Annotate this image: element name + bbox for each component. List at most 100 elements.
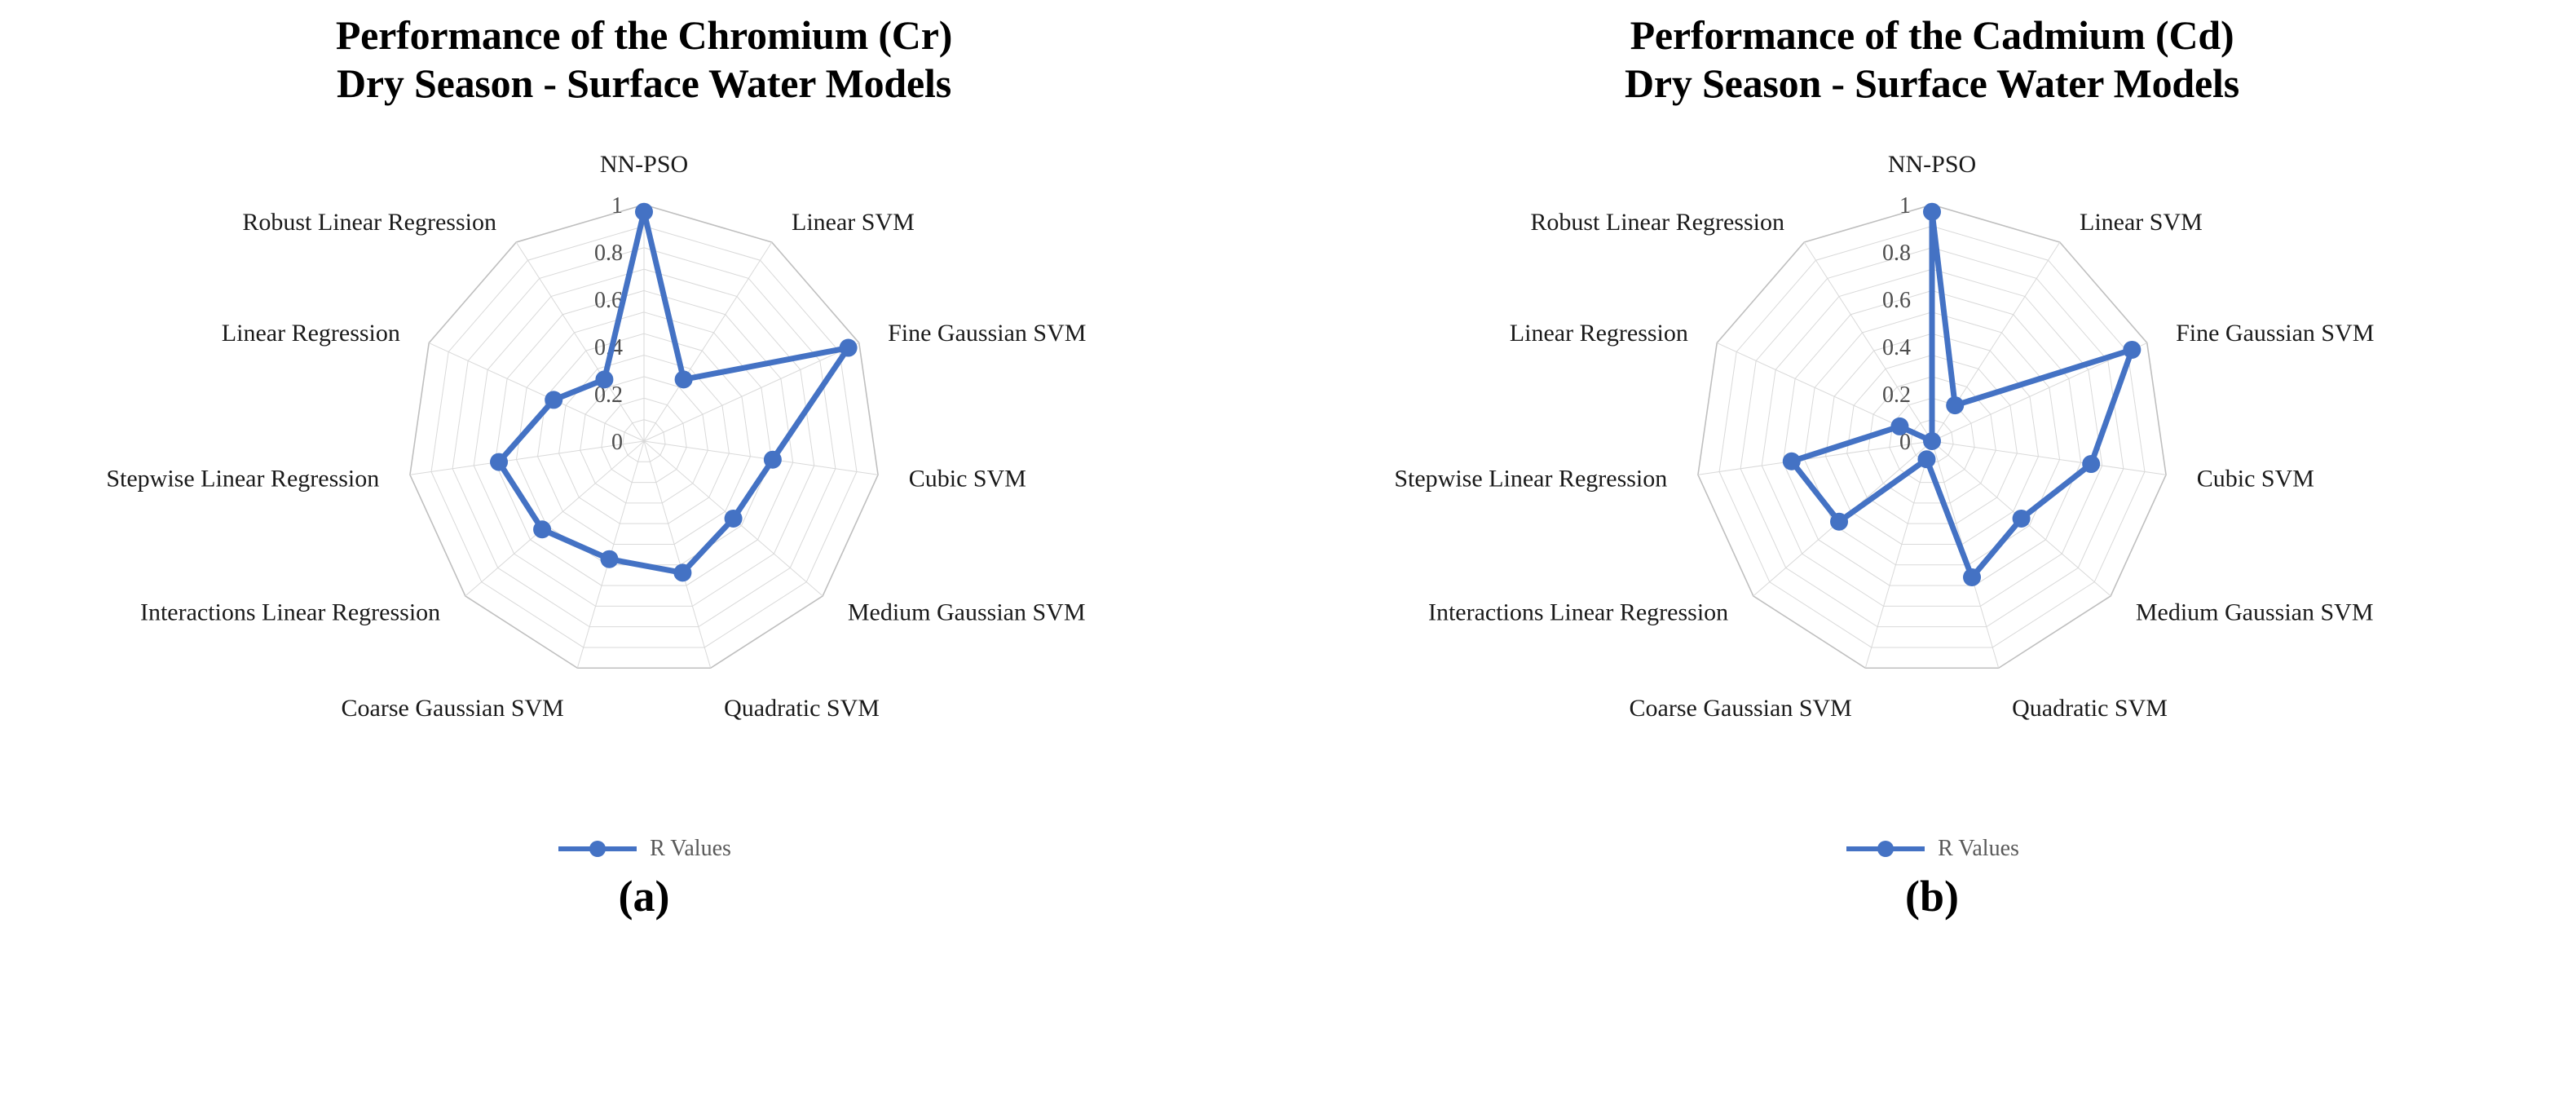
panel-a-title: Performance of the Chromium (Cr) Dry Sea… [114,11,1174,108]
series-data-point [1890,417,1909,435]
grid-spoke [643,440,879,475]
panel-a-title-line1: Performance of the Chromium (Cr) [335,12,953,58]
axis-category-label: Stepwise Linear Regression [106,466,379,493]
radial-tick-label: 0.2 [1882,382,1911,408]
axis-category-label: Robust Linear Regression [242,209,496,236]
grid-spoke [465,440,645,597]
series-data-point [724,509,743,528]
series-data-point [1963,568,1982,586]
axis-category-label: NN-PSO [1888,151,1976,178]
grid-ring [558,355,730,524]
series-data-point [533,520,552,539]
axis-category-label: Coarse Gaussian SVM [1630,695,1852,722]
series-line [496,209,852,576]
series-data-point [2082,455,2101,474]
axis-category-label: Interactions Linear Regression [1428,599,1728,626]
grid-ring [452,247,836,628]
panel-b-title: Performance of the Cadmium (Cd) Dry Seas… [1402,11,2462,108]
series-data-point [600,550,619,568]
axis-category-label: Linear SVM [792,209,915,236]
grid-ring [1761,268,2103,607]
series-data-point [1917,450,1936,469]
panel-b-title-line1: Performance of the Cadmium (Cd) [1630,12,2234,58]
legend-cadmium: R Values [1845,830,2019,868]
subcaption-b: (b) [1905,872,1959,921]
axis-category-label: Fine Gaussian SVM [888,320,1086,347]
series-data-point [674,370,693,389]
axis-category-label: Stepwise Linear Regression [1394,466,1667,493]
axis-category-label: NN-PSO [600,151,688,178]
radial-tick-label: 0.4 [1882,335,1911,360]
grid-ring [430,225,858,648]
grid-ring [622,419,666,462]
grid-spoke [643,440,712,669]
series-data-point [1782,452,1801,470]
axis-category-label: Linear SVM [2080,209,2203,236]
grid-spoke [1803,241,1933,442]
grid-ring [494,289,794,586]
radial-tick-label: 1 [611,193,623,219]
series-data-point [673,563,692,582]
grid-ring [1697,204,2167,669]
grid-ring [1868,376,1996,504]
legend-label-r-values: R Values [650,836,731,861]
radial-tick-label: 0 [611,430,623,455]
radar-gridlines [409,204,879,669]
grid-ring [409,204,879,669]
grid-ring [1825,333,2039,545]
subcaption-a: (a) [618,872,670,921]
axis-category-label: Robust Linear Regression [1530,209,1784,236]
radial-tick-labels: 00.20.40.60.81 [1882,193,1911,455]
panel-a-title-line2: Dry Season - Surface Water Models [337,60,951,106]
axis-category-label: Cubic SVM [2197,466,2314,493]
grid-spoke [643,342,859,442]
grid-spoke [643,241,773,442]
grid-ring [580,376,708,504]
grid-ring [1740,247,2124,628]
legend-line-marker-icon [1846,841,1925,857]
axis-category-label: Fine Gaussian SVM [2176,320,2374,347]
axis-category-label: Linear Regression [1510,320,1688,347]
axis-category-label: Quadratic SVM [2012,695,2168,722]
axis-category-label: Quadratic SVM [724,695,880,722]
series-r-values [490,202,858,582]
series-data-point [1830,512,1849,531]
axis-category-label: Interactions Linear Regression [140,599,440,626]
grid-spoke [409,440,645,475]
radial-tick-label: 0.8 [1882,241,1911,266]
grid-spoke [1864,440,1933,669]
category-labels: NN-PSO Linear SVM Fine Gaussian SVM Cubic S… [1394,151,2374,722]
grid-ring [1782,289,2082,586]
grid-spoke [429,342,645,442]
radial-tick-label: 1 [1899,193,1911,219]
series-data-point [1923,432,1941,450]
panel-chromium: Performance of the Chromium (Cr) Dry Sea… [0,11,1288,921]
series-data-point [2123,340,2142,359]
series-data-point [763,450,782,469]
grid-ring [1718,225,2146,648]
axis-category-label: Coarse Gaussian SVM [342,695,564,722]
series-data-point [2012,509,2031,528]
grid-spoke [1931,440,2167,475]
axis-category-label: Medium Gaussian SVM [2136,599,2374,626]
grid-spoke [515,241,645,442]
series-data-point [1923,202,1941,221]
grid-ring [601,397,687,484]
series-data-point [545,391,563,409]
grid-ring [537,333,751,545]
radial-tick-label: 0.6 [594,288,623,313]
series-data-point [595,370,614,389]
series-data-point [635,202,653,221]
series-data-point [839,338,858,357]
axis-category-label: Linear Regression [222,320,400,347]
category-labels: NN-PSO Linear SVM Fine Gaussian SVM Cubic S… [106,151,1086,722]
panel-cadmium: Performance of the Cadmium (Cd) Dry Seas… [1288,0,2576,1100]
radial-tick-label: 0 [1899,430,1911,455]
grid-ring [1846,355,2018,524]
axis-category-label: Cubic SVM [909,466,1026,493]
